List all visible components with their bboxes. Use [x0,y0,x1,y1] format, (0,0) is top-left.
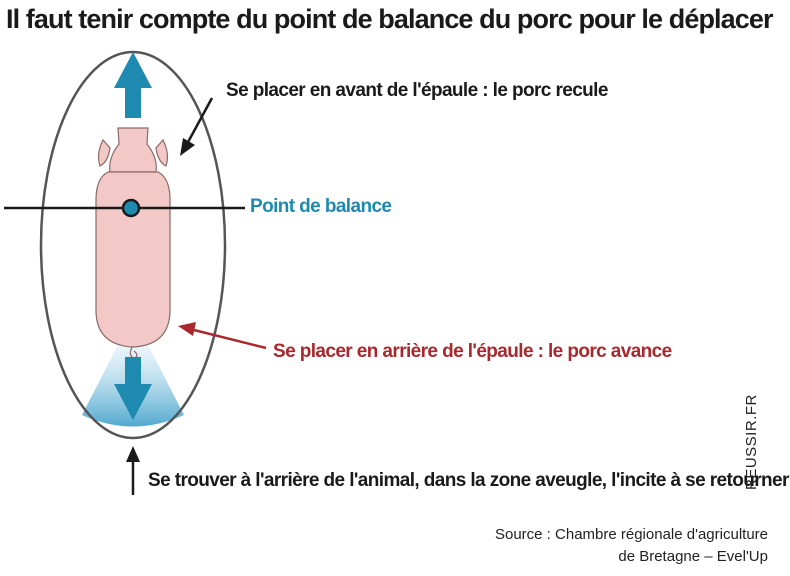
balance-point [121,198,141,218]
page-title: Il faut tenir compte du point de balance… [6,4,774,34]
label-blind-zone: Se trouver à l'arrière de l'animal, dans… [148,470,789,491]
source-line-2: de Bretagne – Evel'Up [618,548,768,565]
label-behind-shoulder: Se placer en arrière de l'épaule : le po… [273,341,672,362]
source-credit: Source : Chambre régionale d'agriculture… [495,524,768,568]
arrow-down-icon [114,357,152,420]
site-watermark: REUSSIR.FR [743,394,760,490]
behind-pointer-arrow [178,322,267,350]
label-front-of-shoulder: Se placer en avant de l'épaule : le porc… [226,80,608,101]
blind-zone-pointer-arrow [126,446,140,495]
pig-body [95,127,171,359]
front-pointer-arrow [180,97,214,156]
label-balance-point: Point de balance [250,196,392,217]
arrow-up-icon [114,52,152,118]
source-line-1: Source : Chambre régionale d'agriculture [494,526,768,543]
